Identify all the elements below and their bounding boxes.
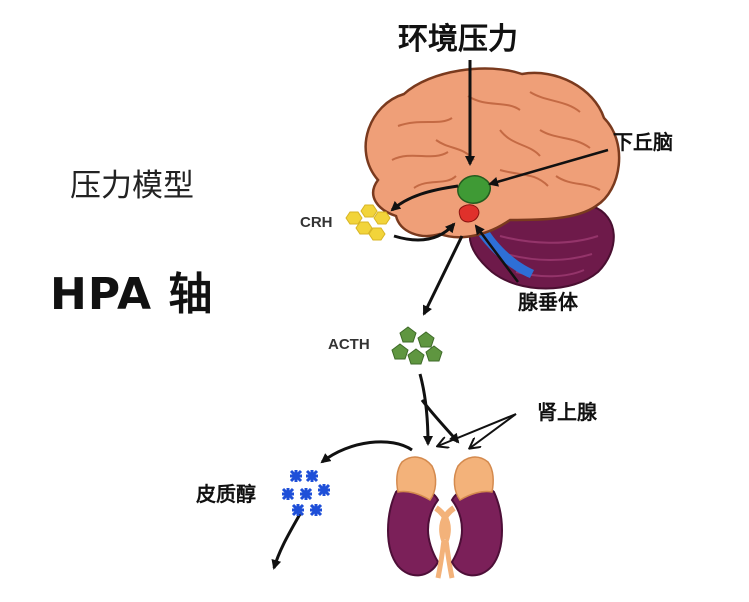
right-kidney-with-adrenal bbox=[435, 456, 503, 579]
crh-molecules bbox=[345, 204, 391, 241]
crh-release-arrow bbox=[390, 184, 459, 212]
adrenal-label: 肾上腺 bbox=[537, 400, 597, 424]
pituitary-shape bbox=[458, 204, 480, 223]
adrenal-pointer-right bbox=[470, 413, 517, 448]
acth-label: ACTH bbox=[328, 336, 370, 353]
cortisol-outflow-arrow bbox=[271, 513, 302, 570]
arrows bbox=[271, 60, 609, 570]
brain-shape bbox=[364, 67, 621, 239]
brainstem-shape bbox=[476, 226, 534, 278]
pituitary-pointer-arrow bbox=[474, 224, 519, 283]
stress-title: 环境压力 bbox=[398, 22, 518, 57]
hpa-axis-label: HPA 轴 bbox=[50, 269, 214, 320]
crh-to-pituitary-arrow bbox=[393, 222, 456, 242]
pituitary-label: 腺垂体 bbox=[518, 290, 578, 314]
hypothalamus-pointer-arrow bbox=[488, 148, 609, 187]
left-kidney-with-adrenal bbox=[387, 456, 455, 579]
acth-molecules bbox=[391, 326, 443, 365]
hypothalamus-label: 下丘脑 bbox=[613, 130, 673, 154]
acth-release-arrow bbox=[422, 235, 464, 316]
model-label: 压力模型 bbox=[70, 168, 194, 204]
crh-label: CRH bbox=[300, 214, 333, 231]
hypothalamus-shape bbox=[457, 175, 491, 204]
adrenal-pointer-left bbox=[438, 413, 517, 446]
cortisol-label: 皮质醇 bbox=[196, 482, 256, 506]
cortisol-molecules bbox=[281, 469, 331, 517]
acth-to-adrenal-arrow bbox=[418, 373, 433, 446]
cortisol-release-arrow bbox=[320, 440, 413, 464]
